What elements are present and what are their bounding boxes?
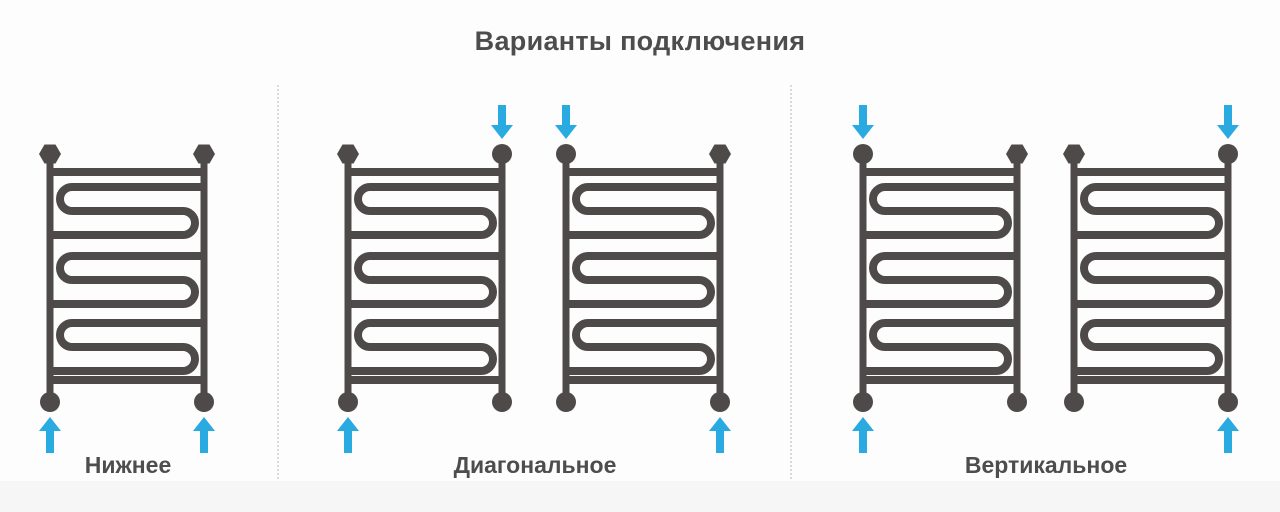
radiator-posts xyxy=(344,155,506,402)
flow-arrow-up-icon xyxy=(852,417,874,453)
radiator-posts xyxy=(859,155,1021,402)
radiator-diagonal-connection-1 xyxy=(335,103,515,453)
flow-arrow-up-icon xyxy=(709,417,731,453)
radiator-coil xyxy=(1076,183,1226,239)
radiator-posts xyxy=(46,155,208,402)
pipe-cap-round xyxy=(1007,392,1027,412)
radiator-coil xyxy=(350,319,500,375)
pipe-cap-hex xyxy=(337,144,359,164)
flow-arrow-down-icon xyxy=(1217,105,1239,139)
radiator-rails xyxy=(863,168,1017,384)
flow-arrow-down-icon xyxy=(491,105,513,139)
pipe-cap-round xyxy=(1218,392,1238,412)
pipe-cap-round xyxy=(556,392,576,412)
pipe-cap-hex xyxy=(193,144,215,164)
radiator-vertical-connection-1 xyxy=(850,103,1030,453)
group-separator-2 xyxy=(790,85,792,487)
radiator-coil xyxy=(568,319,718,375)
pipe-cap-hex xyxy=(1063,144,1085,164)
radiator-diagram xyxy=(852,105,1028,453)
radiator-coil xyxy=(350,252,500,308)
radiator-rails xyxy=(1074,168,1228,384)
radiator-rails xyxy=(566,168,720,384)
bottom-band xyxy=(0,481,1280,512)
radiator-rails xyxy=(50,168,204,384)
pipe-cap-round xyxy=(710,392,730,412)
radiator-coil xyxy=(568,252,718,308)
flow-arrow-up-icon xyxy=(1217,417,1239,453)
pipe-cap-hex xyxy=(39,144,61,164)
radiator-coil xyxy=(52,183,202,239)
flow-arrow-up-icon xyxy=(337,417,359,453)
pipe-cap-hex xyxy=(709,144,731,164)
flow-arrow-up-icon xyxy=(39,417,61,453)
pipe-cap-round xyxy=(853,392,873,412)
pipe-cap-hex xyxy=(1006,144,1028,164)
pipe-cap-round xyxy=(40,392,60,412)
radiator-coil xyxy=(865,183,1015,239)
radiator-posts xyxy=(562,155,724,402)
flow-arrow-down-icon xyxy=(852,105,874,139)
radiator-coil xyxy=(52,252,202,308)
radiator-coil xyxy=(1076,252,1226,308)
variant-label-bottom: Нижнее xyxy=(84,452,172,478)
pipe-cap-round xyxy=(1218,144,1238,164)
radiator-bottom-connection xyxy=(37,103,217,453)
flow-arrow-down-icon xyxy=(555,105,577,139)
radiator-diagram xyxy=(337,105,513,453)
page-title: Варианты подключения xyxy=(474,26,806,56)
pipe-cap-round xyxy=(556,144,576,164)
flow-arrow-up-icon xyxy=(193,417,215,453)
radiator-coil xyxy=(52,319,202,375)
radiator-vertical-connection-2 xyxy=(1061,103,1241,453)
group-separator-1 xyxy=(277,85,279,487)
pipe-cap-round xyxy=(1064,392,1084,412)
pipe-cap-round xyxy=(492,144,512,164)
pipe-cap-round xyxy=(492,392,512,412)
radiator-coil xyxy=(865,319,1015,375)
variant-label-vertical: Вертикальное xyxy=(964,452,1128,478)
radiator-diagram xyxy=(39,144,215,453)
radiator-coil xyxy=(1076,319,1226,375)
radiator-coil xyxy=(568,183,718,239)
radiator-diagram xyxy=(1063,105,1239,453)
radiator-rails xyxy=(348,168,502,384)
radiator-diagonal-connection-2 xyxy=(553,103,733,453)
pipe-cap-round xyxy=(194,392,214,412)
radiator-coil xyxy=(865,252,1015,308)
radiator-diagram xyxy=(555,105,731,453)
variant-label-diagonal: Диагональное xyxy=(453,452,617,478)
radiator-posts xyxy=(1070,155,1232,402)
radiator-coil xyxy=(350,183,500,239)
pipe-cap-round xyxy=(338,392,358,412)
pipe-cap-round xyxy=(853,144,873,164)
